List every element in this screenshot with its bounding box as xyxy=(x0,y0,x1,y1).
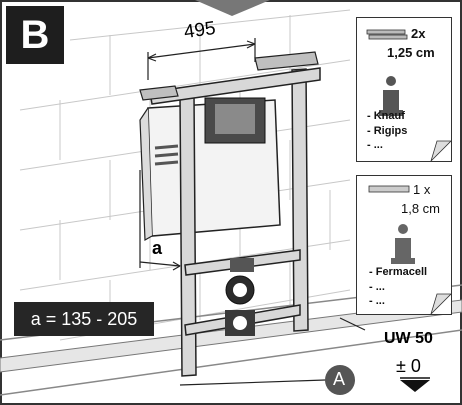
note-1-thickness: 1,25 cm xyxy=(387,45,435,60)
callout-letter: A xyxy=(333,369,346,389)
drain-fittings xyxy=(225,258,255,336)
note-1-count: 2x xyxy=(411,26,426,41)
note-1-material: - Knauf xyxy=(367,110,405,122)
note-2-material: - ... xyxy=(369,295,385,307)
note-1-material: - Rigips xyxy=(367,125,408,137)
folded-corner-icon xyxy=(430,140,451,161)
info-icon xyxy=(391,224,415,264)
profile-label: UW 50 xyxy=(384,330,433,347)
folded-corner-icon xyxy=(430,293,451,314)
width-dimension xyxy=(147,38,256,80)
info-icon xyxy=(379,76,403,116)
callout-a xyxy=(179,365,355,395)
level-mark: ± 0 xyxy=(396,356,421,376)
depth-range-box: a = 135 - 205 xyxy=(14,302,154,336)
note-2-material: - ... xyxy=(369,281,385,293)
width-label: 495 xyxy=(182,17,217,44)
depth-dimension xyxy=(139,170,181,271)
note-1-material: - ... xyxy=(367,139,383,151)
note-2-count: 1 x xyxy=(413,182,431,197)
note-2-material: - Fermacell xyxy=(369,266,428,278)
board-layer-icon xyxy=(366,29,408,40)
depth-marker-label: a xyxy=(152,238,163,258)
level-arrow-icon xyxy=(400,377,430,392)
board-layer-icon xyxy=(368,185,410,193)
note-2-thickness: 1,8 cm xyxy=(401,201,441,216)
note-single-board: 1 x 1,8 cm - Fermacell - ... - ... xyxy=(356,175,452,315)
note-double-board: 2x 1,25 cm - Knauf - Rigips - ... xyxy=(356,17,452,162)
cistern xyxy=(139,97,281,242)
step-badge: B xyxy=(6,6,64,64)
